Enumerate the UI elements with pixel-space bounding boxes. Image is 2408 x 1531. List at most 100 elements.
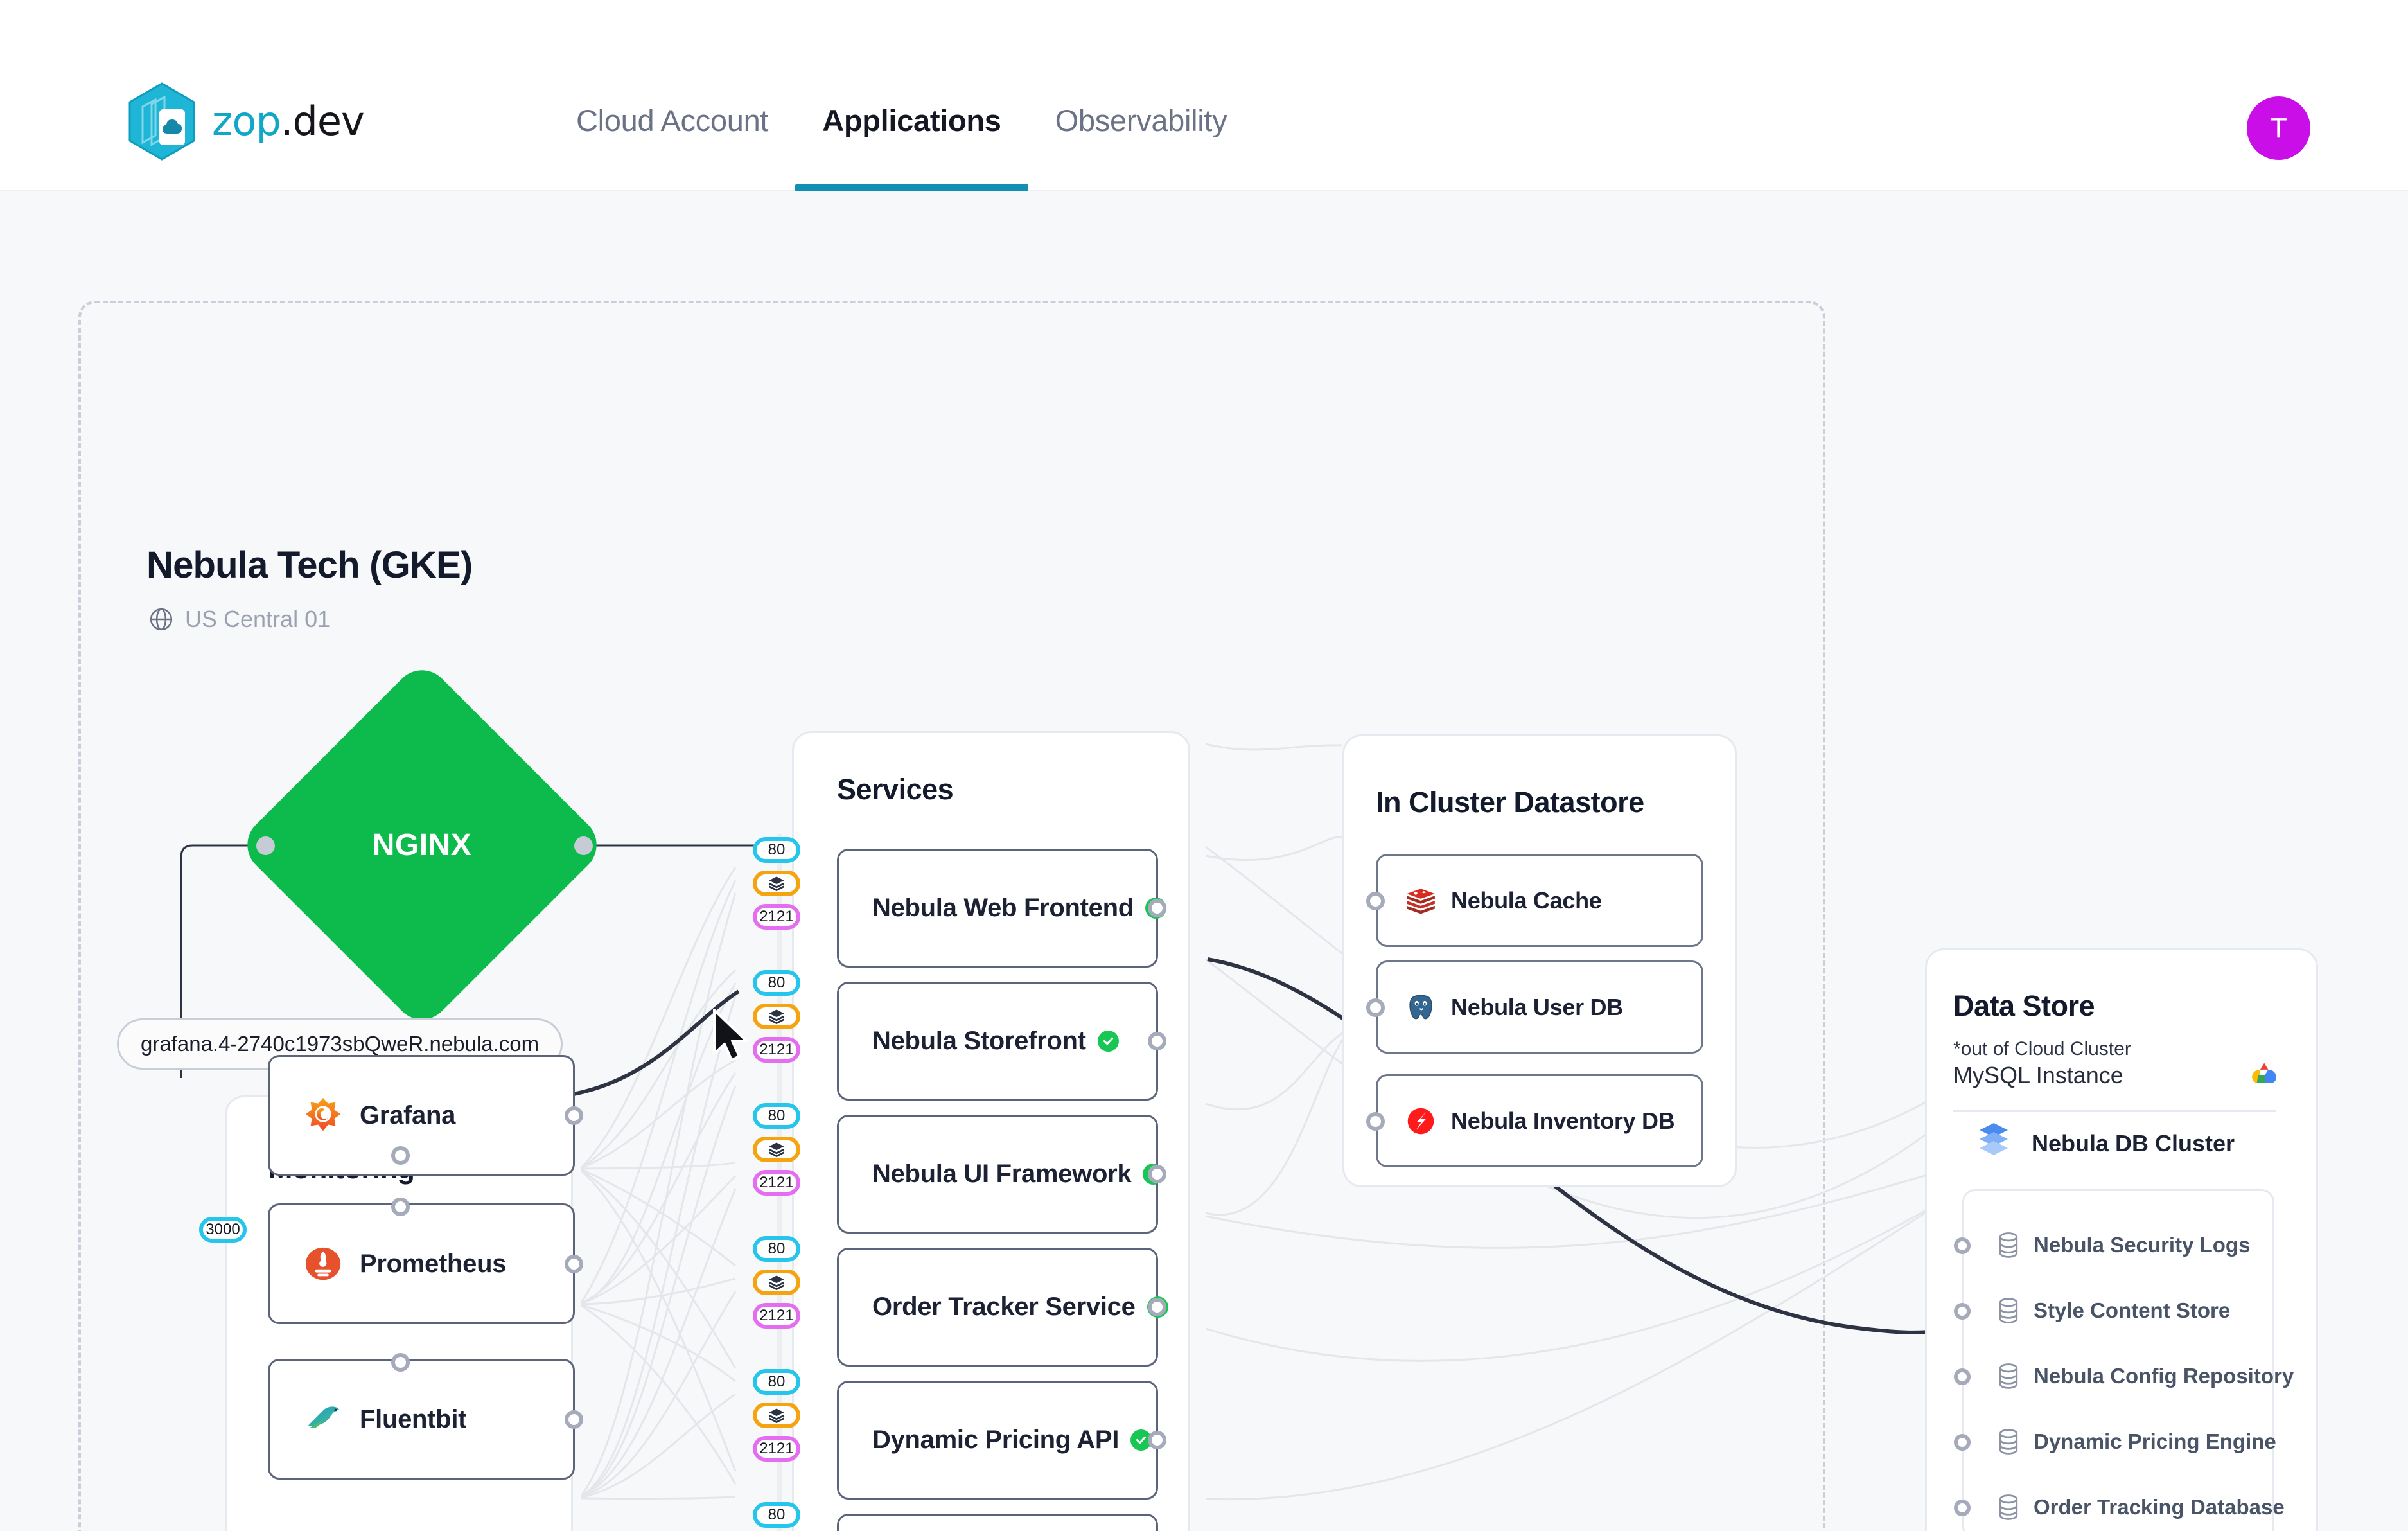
list-item-dynamic-pricing-engine[interactable]: Dynamic Pricing Engine <box>1998 1429 2276 1455</box>
node-nebula-user-db[interactable]: Nebula User DB <box>1376 960 1703 1054</box>
node-dynamic-pricing-api[interactable]: Dynamic Pricing API <box>837 1381 1158 1500</box>
layers-icon <box>768 1275 785 1291</box>
database-icon <box>1999 1494 2018 1520</box>
avatar[interactable]: T <box>2247 96 2310 160</box>
app-header: zop.dev Cloud Account Applications Obser… <box>0 0 2408 191</box>
cluster-region-label: US Central 01 <box>185 606 331 632</box>
data-store-divider <box>1953 1110 2276 1112</box>
list-item-nebula-security-logs[interactable]: Nebula Security Logs <box>1998 1232 2250 1258</box>
anchor-nebula-security-logs[interactable] <box>1954 1237 1971 1254</box>
node-grafana-bottom-anchor[interactable] <box>391 1146 410 1165</box>
node-grafana-out-anchor[interactable] <box>565 1106 583 1125</box>
port-badge-2121[interactable]: 2121 <box>753 1303 800 1329</box>
node-dynamic-pricing-api-anchor[interactable] <box>1148 1431 1166 1449</box>
node-fluentbit-out-anchor[interactable] <box>565 1410 583 1429</box>
list-item-style-content-store[interactable]: Style Content Store <box>1998 1298 2230 1323</box>
port-badge-80[interactable]: 80 <box>753 970 800 996</box>
tab-cloud-account[interactable]: Cloud Account <box>576 103 769 137</box>
node-nebula-user-db-anchor[interactable] <box>1366 998 1385 1017</box>
node-prometheus[interactable]: Prometheus <box>268 1203 575 1324</box>
globe-icon <box>150 608 173 631</box>
node-grafana-label: Grafana <box>360 1101 456 1129</box>
nginx-out-port[interactable] <box>574 836 593 855</box>
list-item-order-tracking-database[interactable]: Order Tracking Database <box>1998 1494 2285 1520</box>
node-order-tracker-service-label: Order Tracker Service <box>872 1293 1136 1321</box>
node-dynamic-pricing-api-label: Dynamic Pricing API <box>872 1426 1120 1454</box>
node-prometheus-label: Prometheus <box>360 1249 507 1278</box>
port-badge-image[interactable] <box>753 1004 800 1029</box>
postgresql-icon <box>1409 994 1432 1019</box>
data-store-title: Data Store <box>1953 989 2095 1022</box>
port-badge-80[interactable]: 80 <box>753 1103 800 1129</box>
node-nebula-cache[interactable]: Nebula Cache <box>1376 854 1703 947</box>
anchor-nebula-config-repository[interactable] <box>1954 1368 1971 1385</box>
node-grafana[interactable]: Grafana <box>268 1055 575 1176</box>
anchor-style-content-store[interactable] <box>1954 1303 1971 1320</box>
node-order-tracker-service[interactable]: Order Tracker Service <box>837 1248 1168 1367</box>
topology-canvas[interactable]: Nebula Tech (GKE) US Central 01 <box>0 191 2408 1531</box>
layers-icon <box>768 876 785 892</box>
port-badge-80[interactable]: 80 <box>753 1502 800 1528</box>
node-nebula-user-db-label: Nebula User DB <box>1451 993 1623 1020</box>
node-nebula-inventory-db-anchor[interactable] <box>1366 1112 1385 1131</box>
anchor-order-tracking-database[interactable] <box>1954 1500 1971 1516</box>
layers-icon <box>768 1009 785 1025</box>
services-panel-title: Services <box>837 773 954 806</box>
scylladb-icon <box>1407 1108 1434 1134</box>
list-item-label: Nebula Config Repository <box>2034 1364 2294 1388</box>
mouse-cursor <box>713 1009 748 1061</box>
database-icon <box>1999 1298 2018 1323</box>
node-prometheus-top-anchor[interactable] <box>391 1198 410 1216</box>
port-badge-2121[interactable]: 2121 <box>753 1170 800 1196</box>
monitoring-port-badge[interactable]: 3000 <box>199 1217 247 1243</box>
node-nebula-cache-label: Nebula Cache <box>1451 887 1602 914</box>
node-nebula-web-frontend[interactable]: Nebula Web Frontend <box>837 849 1166 968</box>
port-badge-80[interactable]: 80 <box>753 837 800 863</box>
node-nebula-inventory-db[interactable]: Nebula Inventory DB <box>1376 1074 1703 1167</box>
node-nebula-infra-manager[interactable]: Nebula Infra Manager <box>837 1514 1158 1531</box>
node-prometheus-out-anchor[interactable] <box>565 1255 583 1273</box>
port-badge-image[interactable] <box>753 871 800 896</box>
list-item-nebula-config-repository[interactable]: Nebula Config Repository <box>1998 1363 2294 1389</box>
node-nebula-storefront-label: Nebula Storefront <box>872 1027 1086 1055</box>
node-nebula-cache-anchor[interactable] <box>1366 892 1385 910</box>
tab-observability[interactable]: Observability <box>1055 103 1227 137</box>
nginx-in-port[interactable] <box>256 836 275 855</box>
port-badge-image[interactable] <box>753 1137 800 1162</box>
page-title: Nebula Tech (GKE) <box>146 544 473 586</box>
node-nebula-ui-framework[interactable]: Nebula UI Framework <box>837 1115 1164 1234</box>
brand-logo[interactable]: zop.dev <box>126 82 365 161</box>
data-store-db-list-box <box>1962 1189 2274 1531</box>
main-nav: Cloud Account Applications Observability <box>549 77 1254 191</box>
node-nebula-inventory-db-label: Nebula Inventory DB <box>1451 1107 1675 1134</box>
node-nebula-ui-framework-anchor[interactable] <box>1148 1165 1166 1183</box>
node-fluentbit-top-anchor[interactable] <box>391 1353 410 1372</box>
node-nebula-web-frontend-label: Nebula Web Frontend <box>872 894 1134 922</box>
node-fluentbit[interactable]: Fluentbit <box>268 1359 575 1480</box>
port-badge-2121[interactable]: 2121 <box>753 1037 800 1063</box>
db-cluster-icon <box>1980 1123 2008 1155</box>
port-badge-80[interactable]: 80 <box>753 1236 800 1262</box>
cluster-region: US Central 01 <box>149 606 330 633</box>
port-badge-image[interactable] <box>753 1270 800 1295</box>
fluentbit-icon <box>308 1406 340 1428</box>
node-order-tracker-service-anchor[interactable] <box>1148 1298 1166 1316</box>
node-nebula-web-frontend-anchor[interactable] <box>1148 899 1166 917</box>
data-store-subtitle: *out of Cloud Cluster <box>1953 1038 2131 1059</box>
tab-applications[interactable]: Applications <box>795 77 1029 191</box>
list-item-label: Nebula Security Logs <box>2034 1233 2251 1257</box>
database-icon <box>1999 1429 2018 1455</box>
port-badge-2121[interactable]: 2121 <box>753 904 800 930</box>
list-item-label: Order Tracking Database <box>2034 1495 2285 1519</box>
anchor-dynamic-pricing-engine[interactable] <box>1954 1434 1971 1451</box>
port-badge-2121[interactable]: 2121 <box>753 1436 800 1462</box>
node-nebula-ui-framework-label: Nebula UI Framework <box>872 1160 1132 1188</box>
list-item-label: Style Content Store <box>2034 1298 2231 1322</box>
node-nebula-storefront[interactable]: Nebula Storefront <box>837 982 1158 1101</box>
in-cluster-datastore-title: In Cluster Datastore <box>1376 786 1644 819</box>
port-badge-image[interactable] <box>753 1403 800 1428</box>
data-store-cluster-label: Nebula DB Cluster <box>2032 1130 2235 1156</box>
node-nebula-storefront-anchor[interactable] <box>1148 1032 1166 1050</box>
data-store-panel <box>1925 948 2318 1531</box>
port-badge-80[interactable]: 80 <box>753 1369 800 1395</box>
